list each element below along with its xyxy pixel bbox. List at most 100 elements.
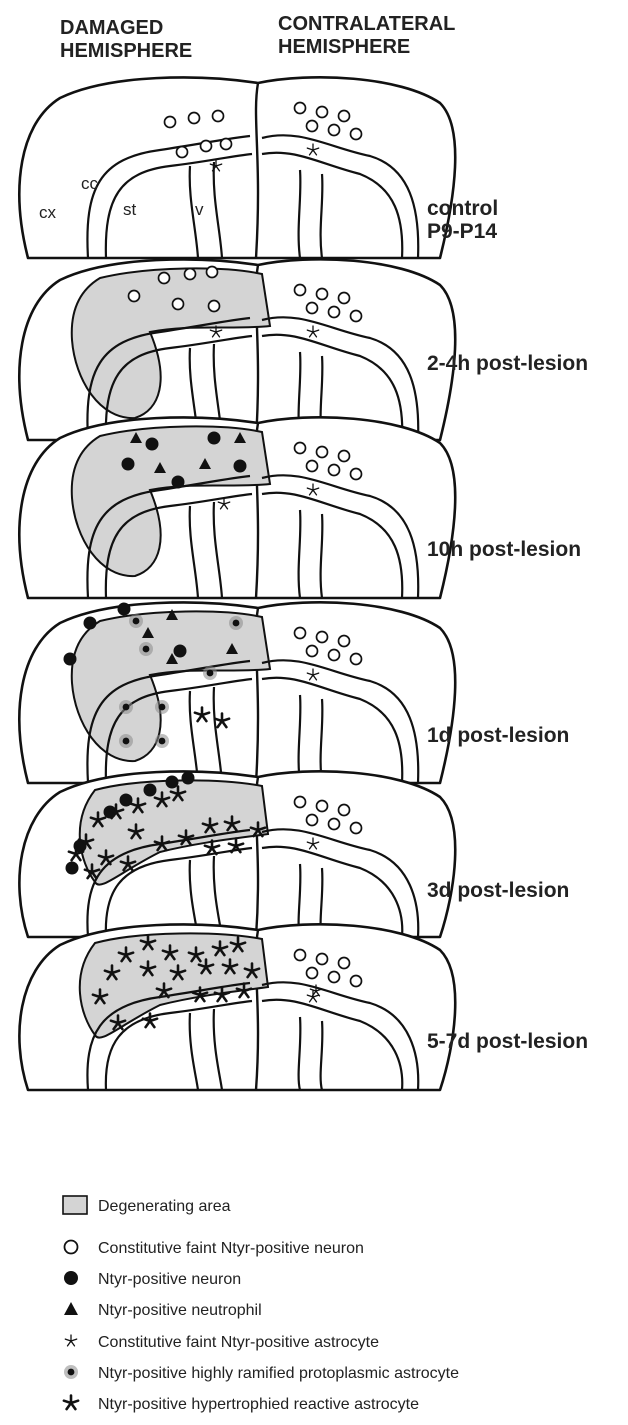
open-circle-icon [317, 954, 328, 965]
brain-section [19, 77, 455, 258]
open-circle-icon [295, 797, 306, 808]
open-circle-icon [339, 636, 350, 647]
legend-text-neutrophil: Ntyr-positive neutrophil [98, 1302, 262, 1319]
brain-section [19, 602, 455, 783]
open-circle-icon [201, 141, 212, 152]
filled-circle-icon [208, 432, 221, 445]
panel-label-3d: 3d post-lesion [427, 879, 569, 902]
open-circle-icon [329, 650, 340, 661]
legend-item: Ntyr-positive hypertrophied reactive ast… [64, 1396, 419, 1414]
filled-circle-icon [174, 645, 187, 658]
panel-label-2-4h: 2-4h post-lesion [427, 352, 588, 375]
open-circle-icon [65, 1241, 78, 1254]
open-circle-icon [307, 646, 318, 657]
open-circle-icon [317, 289, 328, 300]
open-circle-icon [351, 469, 362, 480]
grey-square-icon [63, 1196, 87, 1214]
open-circle-icon [209, 301, 220, 312]
brain-section [19, 259, 455, 440]
open-circle-icon [317, 801, 328, 812]
open-circle-icon [329, 465, 340, 476]
brain-sections [19, 77, 455, 1090]
open-circle-icon [351, 976, 362, 987]
open-circle-icon [307, 461, 318, 472]
filled-circle-icon [146, 438, 159, 451]
open-circle-icon [317, 107, 328, 118]
legend-item: Ntyr-positive neuron [64, 1271, 241, 1288]
open-circle-icon [339, 293, 350, 304]
legend-text-ramified-astrocyte: Ntyr-positive highly ramified protoplasm… [98, 1365, 459, 1382]
open-circle-icon [307, 968, 318, 979]
legend-item: Constitutive faint Ntyr-positive neuron [65, 1240, 364, 1257]
damaged-header-line2: HEMISPHERE [60, 40, 192, 62]
open-circle-icon [185, 269, 196, 280]
open-circle-icon [329, 307, 340, 318]
ramified-dot-icon [119, 700, 133, 714]
brain-section [19, 417, 455, 598]
ramified-dot-icon [64, 1365, 78, 1379]
ramified-dot-icon [129, 614, 143, 628]
panel-label-5-7d: 5-7d post-lesion [427, 1030, 588, 1053]
open-circle-icon [317, 632, 328, 643]
open-circle-icon [339, 805, 350, 816]
open-circle-icon [177, 147, 188, 158]
open-circle-icon [307, 303, 318, 314]
open-circle-icon [339, 451, 350, 462]
ramified-dot-icon [64, 1365, 78, 1379]
filled-circle-icon [144, 784, 157, 797]
thin-star-icon [65, 1335, 76, 1346]
open-circle-icon [351, 129, 362, 140]
open-circle-icon [159, 273, 170, 284]
bold-star-icon [64, 1396, 78, 1410]
open-circle-icon [351, 823, 362, 834]
filled-circle-icon [64, 1271, 78, 1285]
open-circle-icon [307, 121, 318, 132]
open-circle-icon [207, 267, 218, 278]
filled-circle-icon [64, 653, 77, 666]
ramified-dot-icon [139, 642, 153, 656]
anatomy-label-ventricle: v [195, 200, 204, 219]
brain-section [19, 771, 455, 937]
column-headers: DAMAGED HEMISPHERE CONTRALATERAL HEMISPH… [60, 13, 455, 62]
legend-item: Ntyr-positive neutrophil [64, 1302, 262, 1319]
section-outline [19, 77, 455, 258]
open-circle-icon [221, 139, 232, 150]
damaged-header-line1: DAMAGED [60, 17, 163, 39]
brain-section [19, 924, 455, 1090]
contralateral-header-line1: CONTRALATERAL [278, 13, 455, 35]
panel-label-control-age: P9-P14 [427, 220, 497, 243]
legend-item: Ntyr-positive highly ramified protoplasm… [64, 1365, 459, 1382]
open-circle-icon [295, 285, 306, 296]
ramified-dot-icon [203, 666, 217, 680]
open-circle-icon [173, 299, 184, 310]
filled-circle-icon [84, 617, 97, 630]
legend-item: Degenerating area [63, 1196, 231, 1215]
open-circle-icon [295, 950, 306, 961]
open-circle-icon [165, 117, 176, 128]
anatomy-label-striatum: st [123, 200, 137, 219]
panel-label-10h: 10h post-lesion [427, 538, 581, 561]
open-circle-icon [295, 443, 306, 454]
filled-circle-icon [172, 476, 185, 489]
legend-text-constitutive-astrocyte: Constitutive faint Ntyr-positive astrocy… [98, 1334, 379, 1351]
open-circle-icon [295, 628, 306, 639]
contralateral-header-line2: HEMISPHERE [278, 36, 410, 58]
open-circle-icon [329, 125, 340, 136]
open-circle-icon [213, 111, 224, 122]
filled-circle-icon [122, 458, 135, 471]
open-circle-icon [317, 447, 328, 458]
filled-circle-icon [234, 460, 247, 473]
legend-item: Constitutive faint Ntyr-positive astrocy… [65, 1334, 379, 1351]
bold-star-icon [64, 1396, 78, 1410]
filled-circle-icon [182, 772, 195, 785]
filled-circle-icon [66, 862, 79, 875]
open-circle-icon [295, 103, 306, 114]
legend-text-reactive-astrocyte: Ntyr-positive hypertrophied reactive ast… [98, 1396, 419, 1413]
open-circle-icon [351, 654, 362, 665]
ramified-dot-icon [155, 700, 169, 714]
ramified-dot-icon [155, 734, 169, 748]
ramified-dot-icon [229, 616, 243, 630]
ramified-dot-icon [119, 734, 133, 748]
triangle-icon [64, 1302, 78, 1315]
